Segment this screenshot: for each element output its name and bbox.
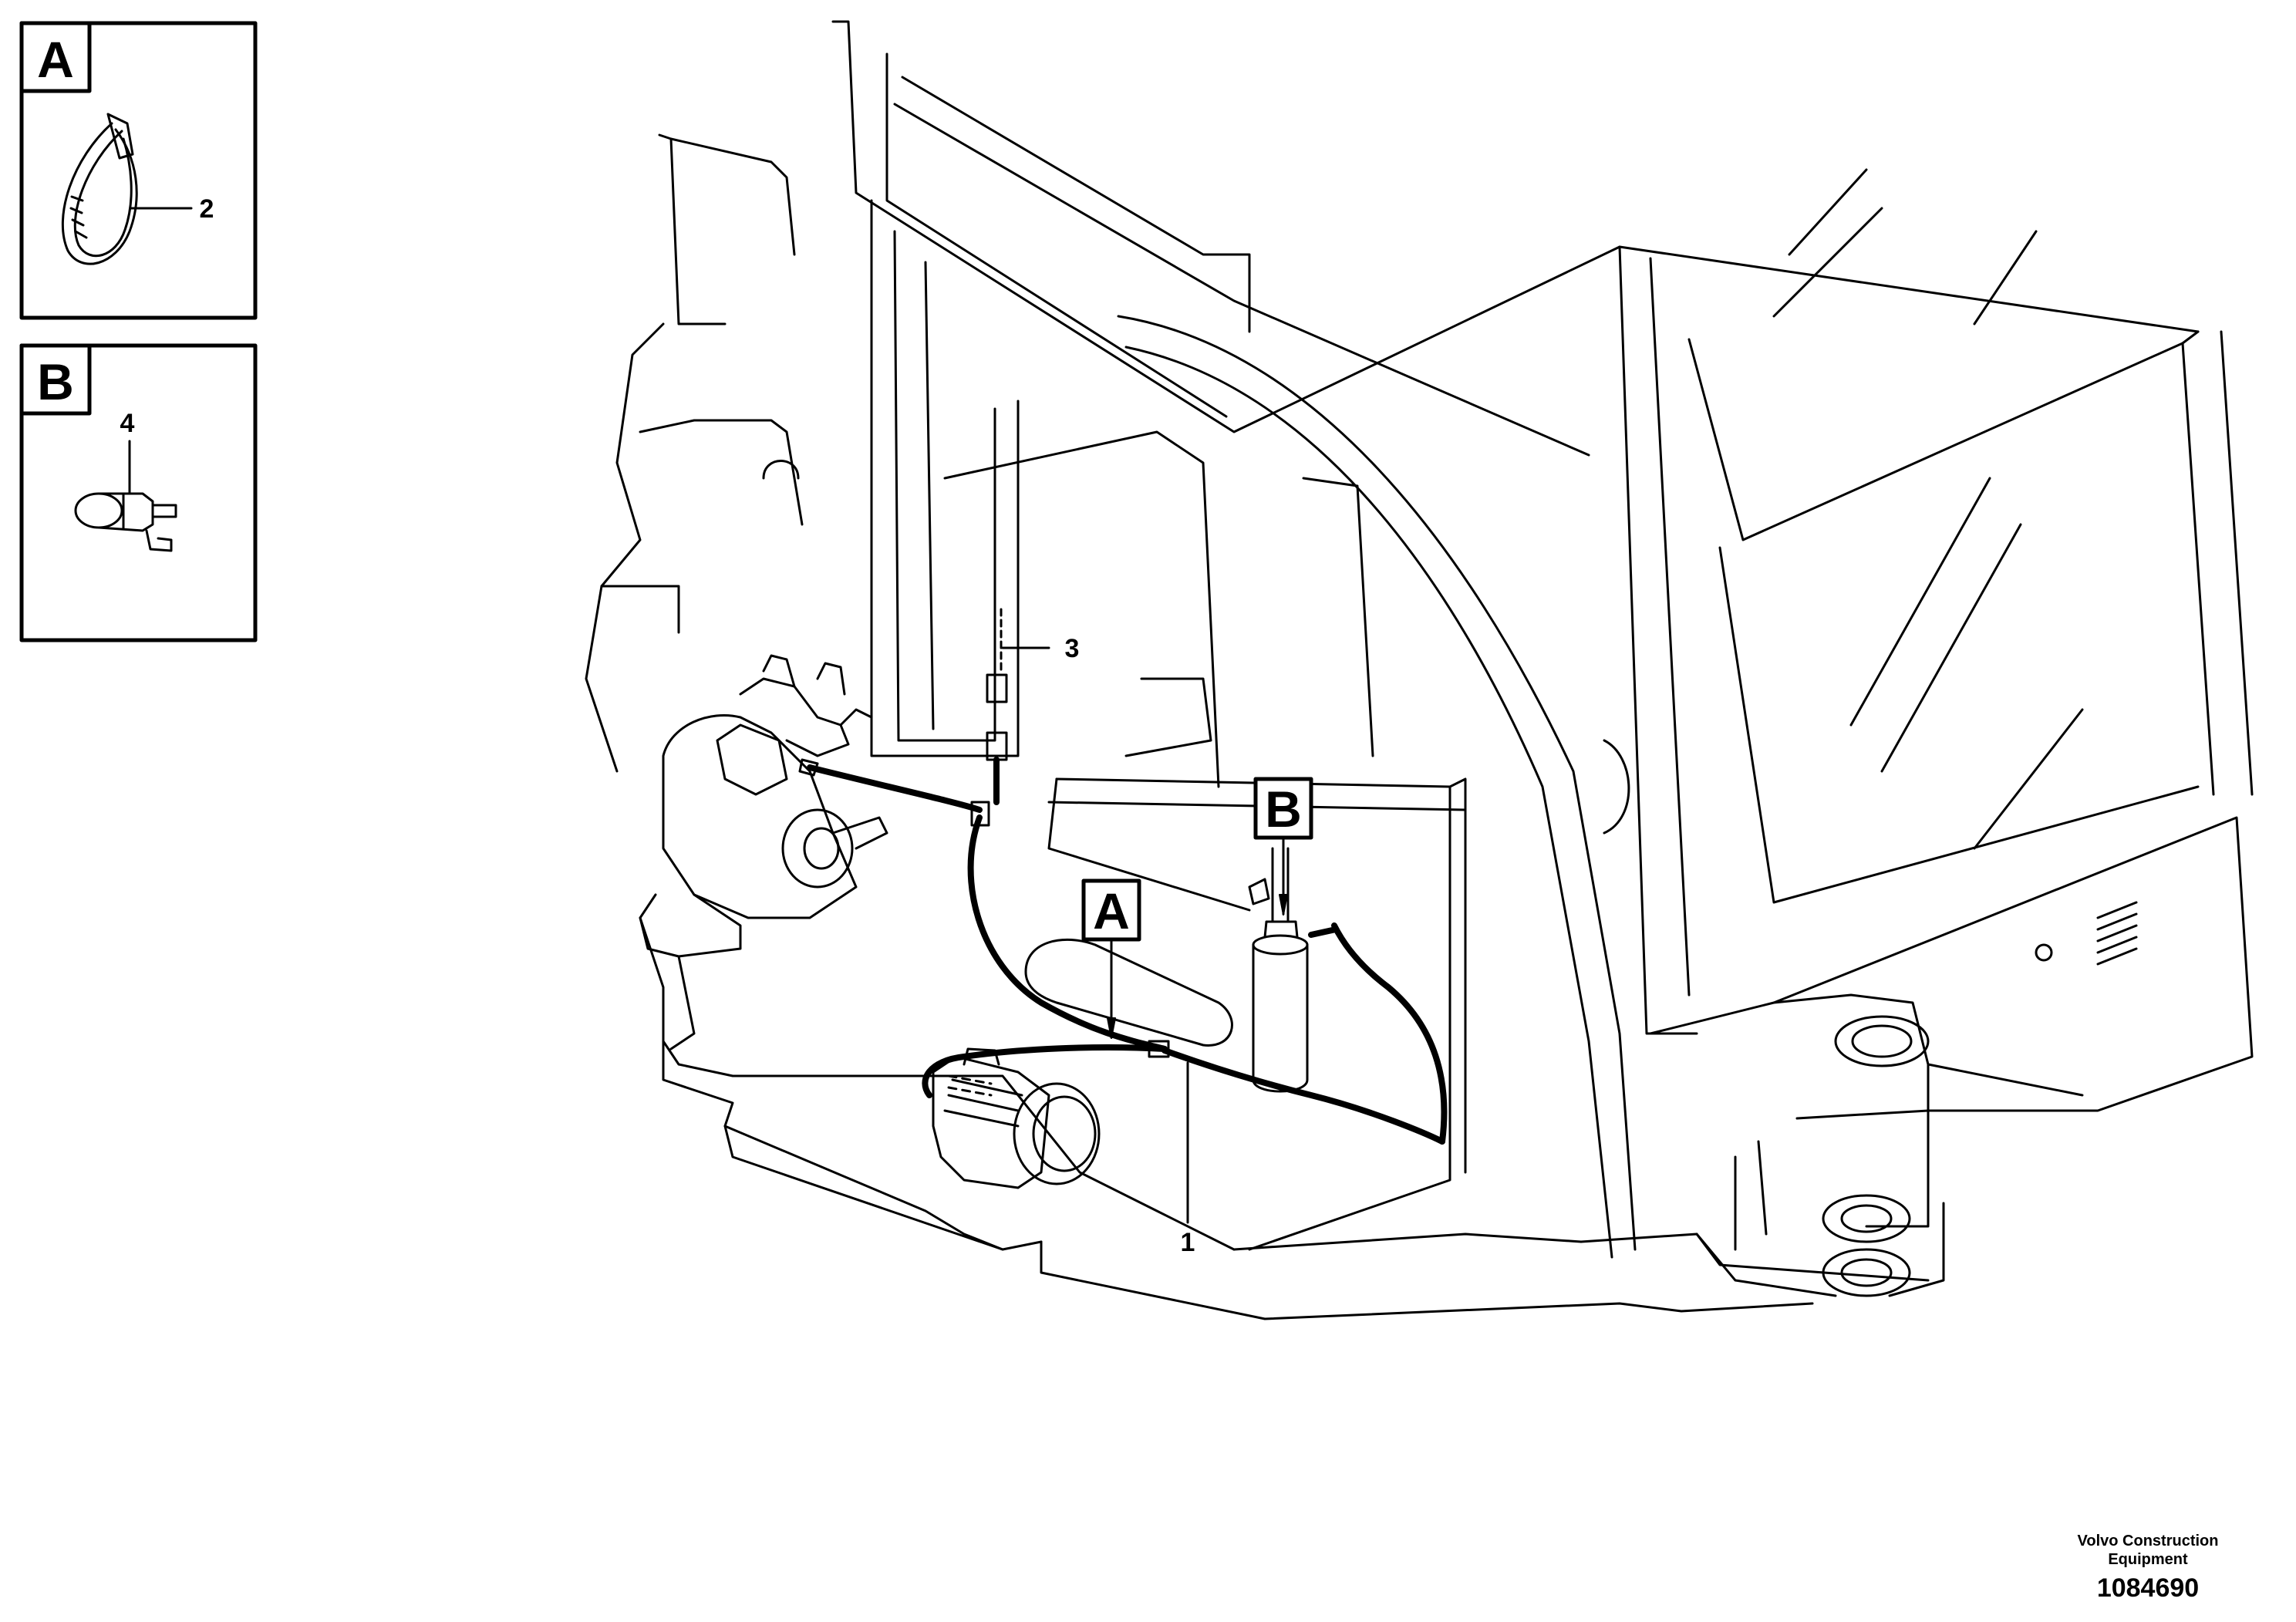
item-number-3: 3 (1065, 634, 1080, 663)
item-number-1: 1 (1181, 1228, 1195, 1257)
callout-marker-a-letter: A (1093, 882, 1130, 939)
excavator-outline (585, 20, 2254, 1320)
cable-tie-icon (61, 113, 138, 265)
wiring-harness (807, 757, 1448, 1145)
detail-box-a-letter: A (37, 31, 74, 88)
receiver-drier-icon (1248, 847, 1309, 1093)
item-3-callout: 3 (1001, 634, 1080, 663)
company-credit: Volvo Construction Equipment (2048, 1532, 2248, 1569)
callout-marker-b: B (1253, 777, 1313, 916)
company-name-line1: Volvo Construction (2077, 1533, 2219, 1549)
item-number-4: 4 (120, 409, 135, 438)
item-number-2: 2 (200, 194, 214, 224)
item-1-callout: 1 (1181, 1061, 1195, 1257)
harness-connectors (798, 608, 1170, 1097)
callout-marker-b-letter: B (1265, 781, 1302, 838)
detail-box-b: B 4 (19, 343, 258, 642)
callout-marker-a: A (1081, 878, 1141, 1039)
drawing-number: 1084690 (2096, 1573, 2200, 1603)
engine-pump-icon (639, 654, 888, 1050)
pressure-switch-icon (74, 492, 177, 552)
detail-box-b-letter: B (37, 353, 74, 410)
detail-box-a: A 2 (19, 21, 258, 320)
company-name-line2: Equipment (2108, 1551, 2188, 1568)
